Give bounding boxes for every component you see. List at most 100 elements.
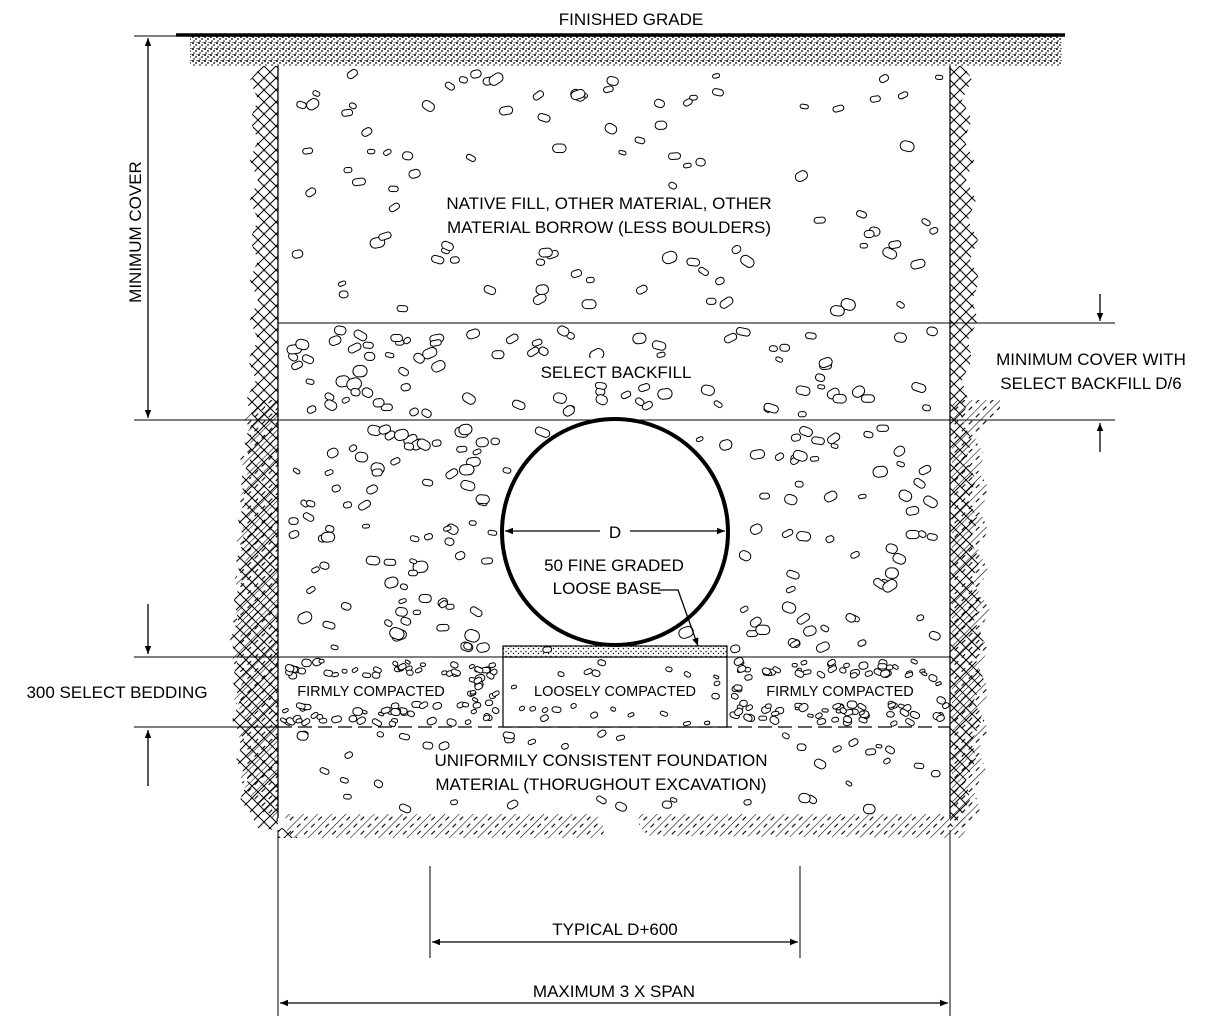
native-fill-label-line1: NATIVE FILL, OTHER MATERIAL, OTHER (446, 194, 771, 213)
aggregate-particle (880, 669, 891, 678)
aggregate-particle (583, 668, 593, 676)
min-cover-select-label-line1: MINIMUM COVER WITH (996, 350, 1186, 369)
aggregate-particle (292, 467, 301, 475)
aggregate-particle (431, 254, 445, 265)
aggregate-particle (346, 68, 358, 80)
aggregate-particle (398, 732, 411, 741)
aggregate-particle (462, 392, 476, 405)
aggregate-particle (324, 469, 334, 476)
aggregate-particle (832, 702, 842, 710)
aggregate-particle (341, 396, 350, 404)
aggregate-particle (740, 254, 755, 268)
aggregate-particle (297, 611, 313, 625)
aggregate-particle (288, 529, 300, 539)
aggregate-particle (408, 168, 421, 179)
aggregate-particle (604, 122, 618, 135)
aggregate-particle (791, 662, 798, 668)
aggregate-particle (606, 76, 619, 87)
aggregate-particle (821, 708, 829, 713)
aggregate-particle (343, 166, 353, 174)
aggregate-particle (396, 304, 409, 313)
aggregate-particle (404, 659, 411, 665)
aggregate-particle (418, 593, 432, 604)
aggregate-particle (832, 745, 842, 753)
aggregate-particle (843, 662, 850, 669)
aggregate-particle (590, 711, 599, 719)
aggregate-particle (460, 479, 476, 492)
aggregate-particle (450, 661, 459, 669)
aggregate-particle (654, 120, 668, 130)
aggregate-particle (305, 378, 315, 385)
aggregate-particle (534, 426, 551, 438)
aggregate-particle (815, 712, 823, 719)
aggregate-particle (745, 704, 754, 711)
aggregate-particle (620, 390, 632, 400)
firmly-compacted-right-bg (754, 680, 928, 700)
aggregate-particle (929, 226, 939, 235)
aggregate-particle (511, 399, 526, 411)
aggregate-particle (423, 533, 434, 541)
aggregate-particle (734, 707, 744, 717)
aggregate-particle (779, 343, 791, 352)
aggregate-particle (850, 550, 860, 559)
foundation-label-line1: UNIFORMILY CONSISTENT FOUNDATION (434, 751, 767, 770)
aggregate-particle (784, 493, 798, 506)
aggregate-particle (311, 566, 320, 574)
aggregate-particle (288, 517, 299, 525)
aggregate-particle (371, 468, 383, 477)
aggregate-particle (481, 557, 494, 565)
aggregate-particle (698, 266, 709, 277)
aggregate-particle (306, 405, 317, 414)
aggregate-particle (333, 325, 347, 336)
aggregate-particle (668, 152, 681, 160)
aggregate-particle (532, 90, 545, 101)
aggregate-particle (595, 394, 608, 406)
aggregate-particle (348, 444, 358, 452)
aggregate-particle (909, 710, 921, 720)
aggregate-particle (340, 601, 352, 611)
aggregate-particle (444, 81, 455, 91)
aggregate-particle (817, 384, 826, 390)
aggregate-particle (527, 346, 540, 358)
aggregate-particle (388, 185, 399, 193)
aggregate-particle (921, 218, 931, 227)
aggregate-particle (280, 717, 287, 724)
aggregate-particle (858, 716, 868, 724)
aggregate-particle (383, 148, 392, 156)
aggregate-particle (390, 457, 401, 466)
aggregate-particle (542, 646, 553, 654)
aggregate-particle (774, 452, 785, 461)
aggregate-particle (795, 385, 811, 396)
aggregate-particle (409, 558, 418, 565)
aggregate-particle (878, 73, 890, 84)
aggregate-particle (618, 149, 627, 156)
aggregate-particle (733, 684, 743, 691)
aggregate-particle (312, 90, 321, 97)
aggregate-particle (858, 493, 867, 500)
aggregate-particle (403, 442, 415, 451)
aggregate-particle (678, 625, 694, 639)
aggregate-particle (749, 449, 766, 460)
aggregate-particle (851, 385, 866, 398)
aggregate-particle (462, 701, 470, 708)
aggregate-particle (472, 697, 479, 703)
aggregate-particle (735, 326, 751, 337)
trench-bottom-soil (285, 814, 604, 838)
aggregate-particle (449, 256, 460, 264)
aggregate-particle (431, 360, 446, 373)
aggregate-particle (886, 711, 895, 718)
aggregate-particle (537, 113, 551, 123)
aggregate-particle (352, 365, 368, 378)
aggregate-particle (487, 529, 498, 536)
aggregate-particle (348, 102, 357, 110)
aggregate-particle (641, 400, 653, 411)
aggregate-particle (390, 707, 401, 717)
aggregate-particle (689, 94, 698, 101)
aggregate-particle (463, 642, 473, 651)
aggregate-particle (439, 600, 448, 609)
aggregate-particle (923, 495, 938, 509)
aggregate-particle (393, 428, 409, 442)
aggregate-particle (683, 98, 693, 107)
aggregate-particle (759, 492, 770, 500)
aggregate-particle (490, 437, 500, 446)
